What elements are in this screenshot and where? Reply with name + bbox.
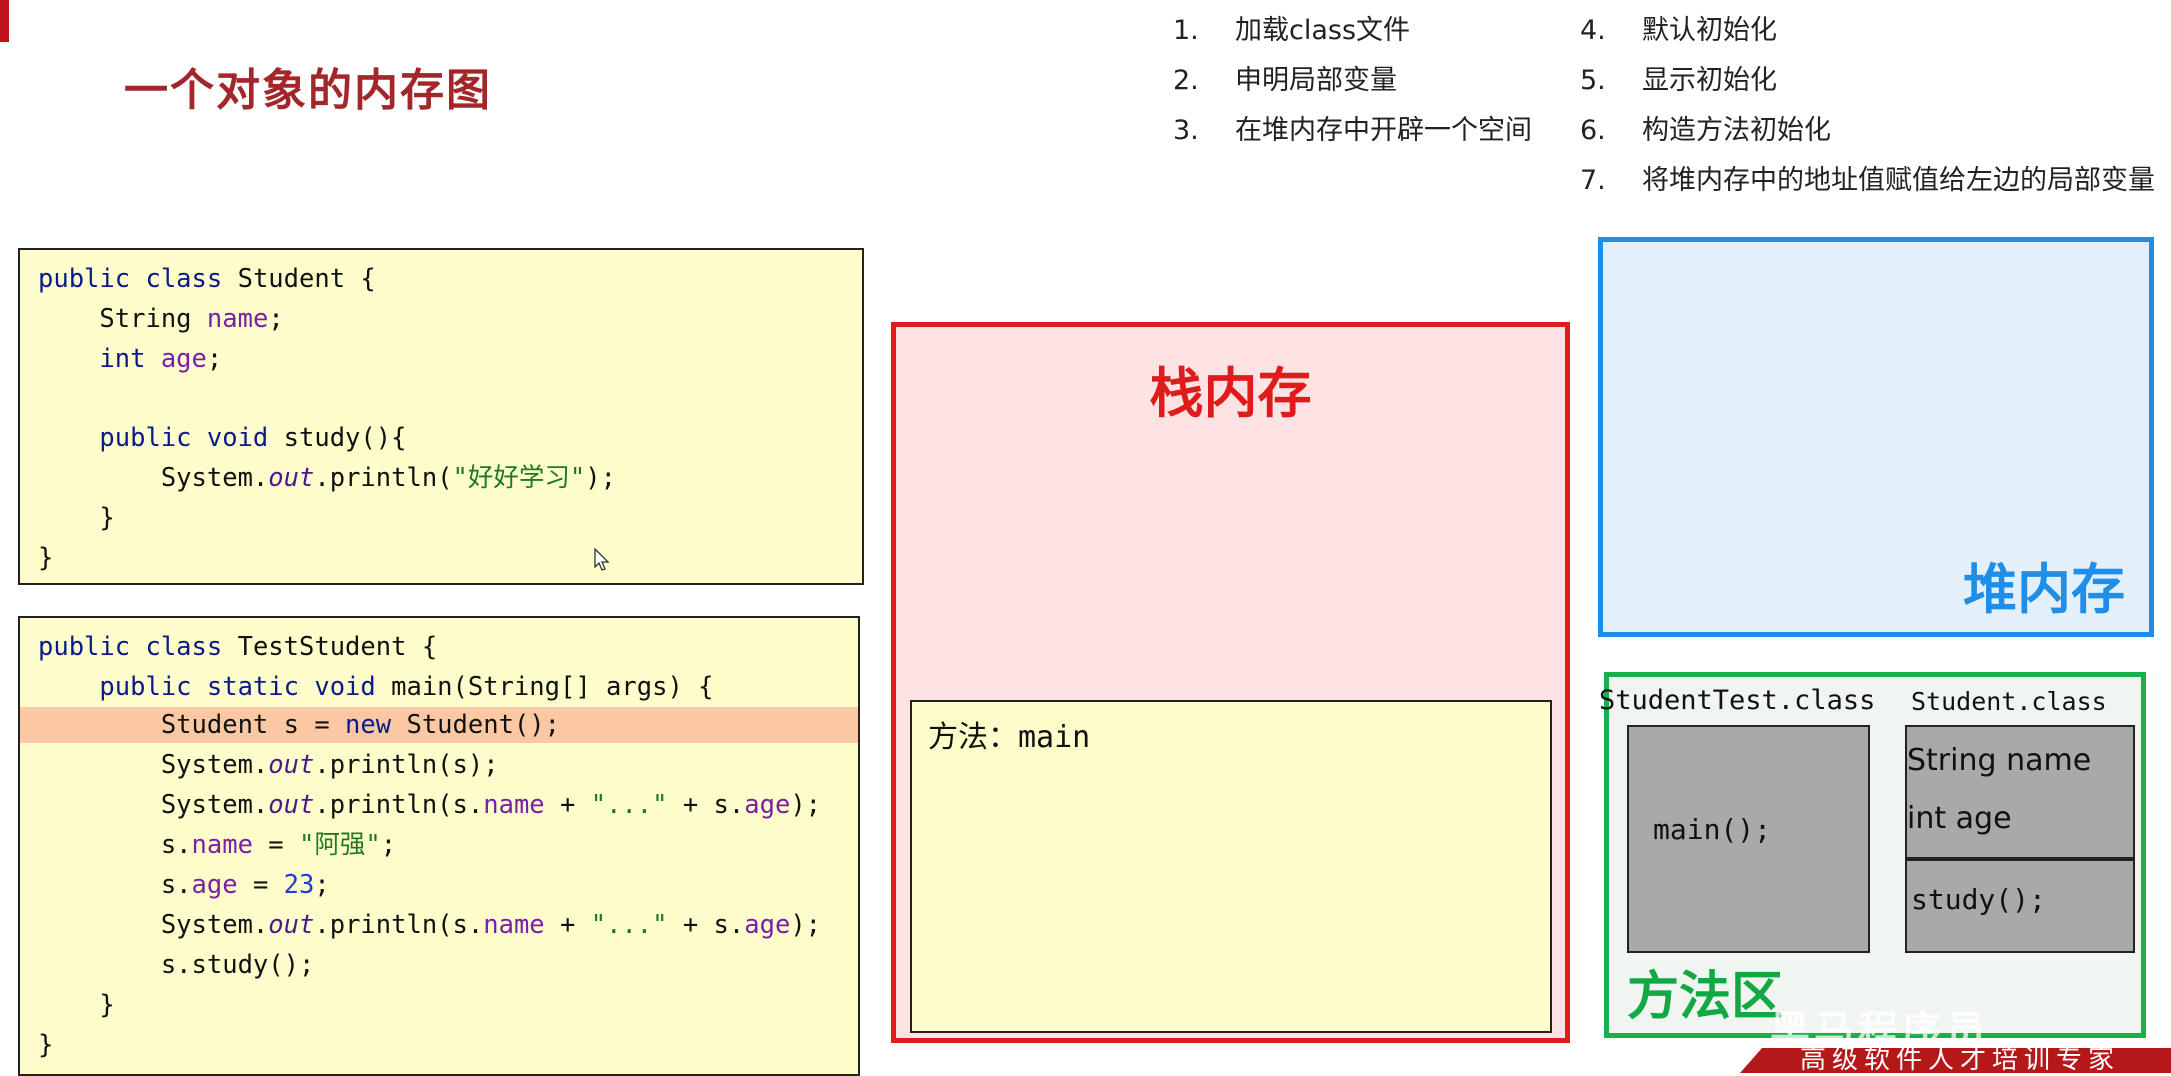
code-line: System.out.println(s); — [38, 750, 499, 780]
step-number: 1. — [1173, 15, 1199, 46]
step-number: 5. — [1580, 65, 1606, 96]
code-line: System.out.println(s.name + "..." + s.ag… — [38, 790, 822, 820]
code-line: int age; — [38, 344, 223, 374]
step-text: 构造方法初始化 — [1642, 115, 1831, 146]
step-text: 显示初始化 — [1642, 65, 1777, 96]
step-item: 3. 在堆内存中开辟一个空间 — [1173, 108, 1532, 147]
step-number: 4. — [1580, 15, 1606, 46]
main-method-entry: main(); — [1653, 813, 1772, 846]
class-box-divider — [1907, 857, 2133, 861]
code-line: } — [38, 543, 54, 573]
study-method-entry: study(); — [1911, 883, 2046, 916]
step-number: 2. — [1173, 65, 1199, 96]
method-area: StudentTest.class Student.class main(); … — [1599, 672, 2146, 1038]
step-item: 6. 构造方法初始化 — [1580, 108, 1831, 147]
mouse-cursor-icon — [594, 548, 610, 571]
code-line: String name; — [38, 304, 284, 334]
footer-banner-text: 高级软件人才培训专家 — [1800, 1048, 2121, 1073]
footer-banner — [1740, 1048, 2171, 1073]
heap-memory: 堆内存 — [1598, 237, 2154, 637]
code-line: System.out.println("好好学习"); — [38, 463, 616, 493]
field-name-entry: String name — [1907, 743, 2092, 778]
step-text: 默认初始化 — [1642, 15, 1777, 46]
heap-memory-title: 堆内存 — [1963, 558, 2125, 621]
frame-label: 方法：main — [928, 720, 1091, 755]
step-item: 4. 默认初始化 — [1580, 8, 1777, 47]
student-test-class-box: main(); — [1627, 725, 1870, 953]
step-text: 在堆内存中开辟一个空间 — [1235, 115, 1532, 146]
code-line: } — [38, 503, 115, 533]
accent-bar — [0, 0, 9, 42]
step-item: 7. 将堆内存中的地址值赋值给左边的局部变量 — [1580, 158, 2155, 197]
code-line: } — [38, 990, 115, 1020]
step-number: 3. — [1173, 115, 1199, 146]
student-class-label: Student.class — [1911, 687, 2107, 716]
watermark: 黑马程序员 — [1770, 1008, 1990, 1054]
step-item: 2. 申明局部变量 — [1173, 58, 1397, 97]
student-class-box: String name int age study(); — [1905, 725, 2135, 953]
step-item: 5. 显示初始化 — [1580, 58, 1777, 97]
main-method-frame: 方法：main — [910, 700, 1552, 1033]
code-line: s.study(); — [38, 950, 315, 980]
step-text: 将堆内存中的地址值赋值给左边的局部变量 — [1642, 165, 2155, 196]
student-class-code: public class Student { String name; int … — [18, 248, 864, 585]
step-text: 申明局部变量 — [1235, 65, 1397, 96]
code-line: public void study(){ — [38, 423, 407, 453]
code-line: s.age = 23; — [38, 870, 330, 900]
stack-memory-title: 栈内存 — [1149, 362, 1312, 425]
field-age-entry: int age — [1907, 801, 2012, 836]
student-test-class-label: StudentTest.class — [1599, 685, 1876, 716]
step-text: 加载class文件 — [1235, 15, 1411, 46]
code-line: public class TestStudent { — [38, 632, 438, 662]
method-area-title: 方法区 — [1627, 967, 1784, 1027]
test-student-code: public class TestStudent { public static… — [18, 616, 860, 1076]
stack-memory: 栈内存 方法：main — [891, 322, 1570, 1043]
code-line: public static void main(String[] args) { — [38, 672, 714, 702]
code-line: public class Student { — [38, 264, 376, 294]
code-line: s.name = "阿强"; — [38, 830, 397, 860]
step-item: 1. 加载class文件 — [1173, 8, 1410, 47]
step-number: 7. — [1580, 165, 1606, 196]
step-number: 6. — [1580, 115, 1606, 146]
page-title: 一个对象的内存图 — [124, 65, 492, 116]
highlighted-code-line: Student s = new Student(); — [20, 707, 858, 743]
code-line: } — [38, 1030, 54, 1060]
code-line: System.out.println(s.name + "..." + s.ag… — [38, 910, 822, 940]
